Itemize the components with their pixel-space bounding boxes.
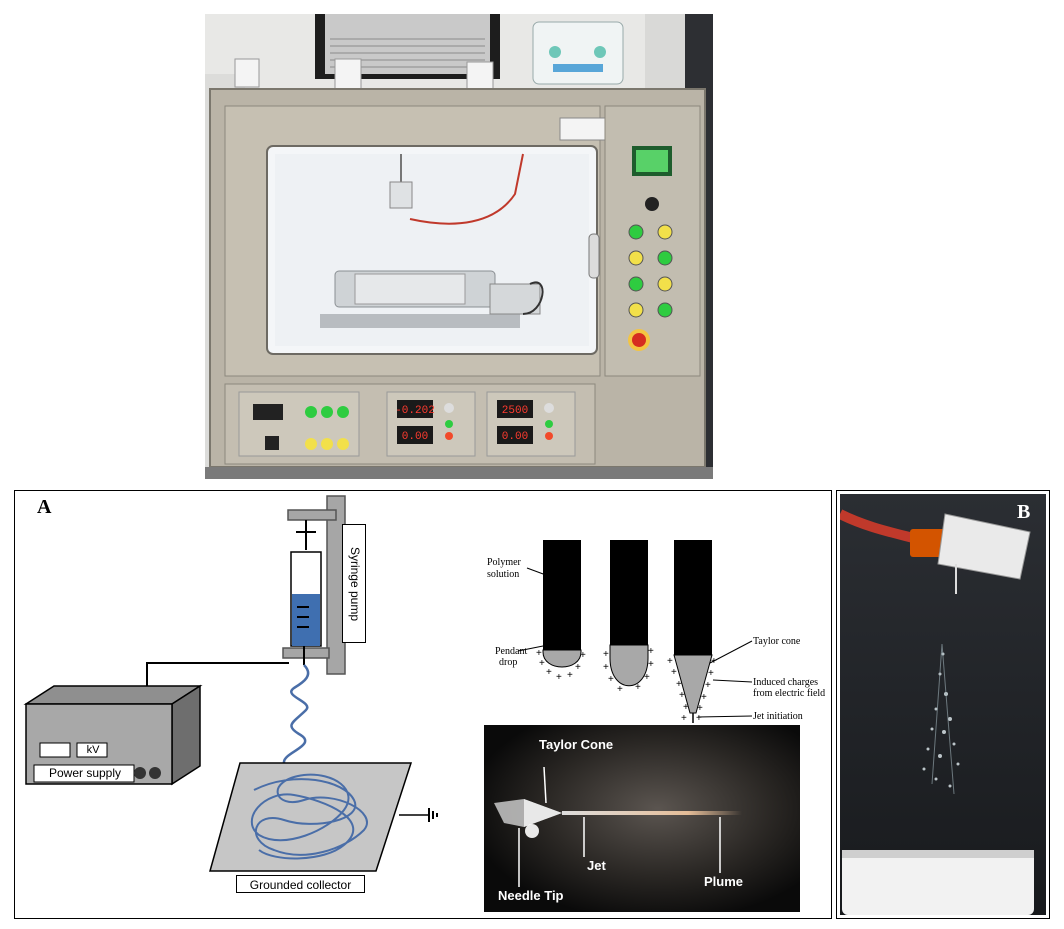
- taylor-cone-formation-diagram: +++ ++++ +++ +++++ +++++ +++++ ++: [517, 540, 753, 724]
- svg-text:+: +: [681, 713, 687, 724]
- syringe-pump-label-box: [342, 524, 366, 643]
- tangled-fibers: [251, 773, 368, 860]
- svg-text:+: +: [635, 682, 641, 693]
- power-knob-1: [134, 767, 146, 779]
- jet-photo-illustration: [484, 725, 800, 912]
- label-induced-2: from electric field: [753, 688, 826, 699]
- panel-a-tag: A: [37, 496, 52, 518]
- display-top-left: -0.202: [395, 405, 435, 417]
- label-pendant-2: drop: [499, 657, 518, 668]
- power-supply-label: Power supply: [48, 766, 122, 780]
- electrospinning-setup-diagram: [23, 495, 438, 872]
- svg-text:+: +: [608, 674, 614, 685]
- label-taylor-cone: Taylor cone: [753, 636, 801, 647]
- syringe-pump-label: Syringe pump: [348, 546, 362, 622]
- polymer-solution: [292, 594, 320, 646]
- photo-label-needle-tip: Needle Tip: [498, 888, 564, 903]
- grounded-collector-plate: [209, 762, 413, 872]
- display-bottom-left: 0.00: [402, 431, 428, 443]
- display-bottom-right: 0.00: [502, 431, 528, 443]
- power-display-value: kV: [86, 744, 100, 756]
- panel-a: [14, 490, 832, 919]
- power-supply-top: [23, 685, 203, 705]
- svg-text:+: +: [536, 648, 542, 659]
- label-polymer-1: Polymer: [487, 557, 521, 568]
- photo-label-jet: Jet: [587, 858, 606, 873]
- label-pendant-1: Pendant: [495, 646, 528, 657]
- svg-text:+: +: [539, 658, 545, 669]
- power-knob-2: [149, 767, 161, 779]
- electrospinning-machine-photo: -0.202 0.00 2500 0.00: [205, 14, 713, 479]
- photo-label-taylor-cone: Taylor Cone: [539, 737, 614, 752]
- svg-text:+: +: [617, 684, 623, 695]
- spinning-jet-photo: [840, 494, 1046, 915]
- collector-label-box: Grounded collector: [236, 875, 365, 893]
- photo-label-plume: Plume: [704, 874, 744, 889]
- svg-text:+: +: [708, 668, 714, 679]
- label-polymer-2: solution: [487, 569, 520, 580]
- svg-text:+: +: [667, 656, 673, 667]
- svg-text:+: +: [705, 680, 711, 691]
- svg-text:+: +: [671, 667, 677, 678]
- svg-text:+: +: [711, 656, 717, 667]
- svg-text:+: +: [697, 703, 703, 714]
- svg-text:+: +: [580, 650, 586, 661]
- svg-text:+: +: [683, 702, 689, 713]
- svg-text:+: +: [696, 713, 702, 724]
- machine-illustration: -0.202 0.00 2500 0.00: [205, 14, 713, 479]
- display-top-right: 2500: [502, 405, 528, 417]
- needle-2: [610, 540, 648, 645]
- svg-text:+: +: [556, 672, 562, 683]
- svg-text:+: +: [701, 692, 707, 703]
- panel-b: [836, 490, 1050, 919]
- svg-text:+: +: [546, 667, 552, 678]
- panel-b-tag: B: [1017, 501, 1031, 523]
- taylor-cone-photo: [484, 725, 800, 912]
- svg-text:+: +: [575, 662, 581, 673]
- label-induced-1: Induced charges: [753, 677, 819, 688]
- svg-text:+: +: [679, 690, 685, 701]
- svg-text:+: +: [648, 659, 654, 670]
- svg-text:+: +: [567, 670, 573, 681]
- needle-3: [674, 540, 712, 655]
- svg-text:+: +: [603, 649, 609, 660]
- panel-b-photo: [840, 494, 1046, 915]
- needle-1: [543, 540, 581, 650]
- svg-text:+: +: [648, 646, 654, 657]
- power-supply-side: [171, 684, 201, 786]
- svg-text:+: +: [676, 679, 682, 690]
- label-jet-initiation: Jet initiation: [753, 711, 803, 722]
- svg-text:+: +: [644, 672, 650, 683]
- svg-text:+: +: [603, 662, 609, 673]
